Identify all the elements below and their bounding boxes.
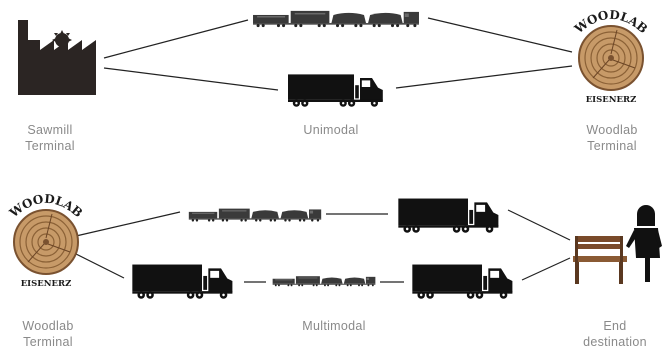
train-icon: [188, 208, 322, 222]
caption-line: Multimodal: [302, 319, 366, 333]
woodlab-logo: WOODLAB EISENERZ: [6, 192, 85, 289]
logo-base-text: EISENERZ: [21, 279, 72, 289]
caption-line: End: [603, 319, 627, 333]
caption-line: Woodlab: [22, 319, 74, 333]
caption-unimodal: Unimodal: [286, 122, 376, 138]
person-icon: [626, 205, 662, 282]
truck-icon: [398, 198, 499, 233]
caption-line: Woodlab: [586, 123, 638, 137]
saw-blade-icon: [52, 30, 72, 47]
caption-end-destination: End destination: [572, 318, 658, 350]
woodlab-logo: WOODLAB EISENERZ: [571, 8, 650, 105]
train-icon: [253, 10, 419, 28]
caption-woodlab-terminal-bottom: Woodlab Terminal: [8, 318, 88, 350]
truck-icon: [288, 74, 383, 107]
logo-base-text: EISENERZ: [586, 95, 637, 105]
caption-sawmill-terminal: Sawmill Terminal: [10, 122, 90, 154]
caption-line: Sawmill: [27, 123, 73, 137]
truck-icon: [412, 264, 513, 299]
caption-woodlab-terminal-top: Woodlab Terminal: [572, 122, 652, 154]
connector-lines-multimodal: [75, 209, 571, 283]
caption-line: Terminal: [23, 335, 73, 349]
truck-icon: [132, 264, 233, 299]
connector-lines-unimodal: [103, 17, 573, 91]
bench-icon: [573, 236, 627, 284]
caption-line: destination: [583, 335, 647, 349]
caption-multimodal: Multimodal: [286, 318, 382, 334]
sawmill-factory-icon: [18, 20, 96, 95]
caption-line: Unimodal: [303, 123, 359, 137]
caption-line: Terminal: [25, 139, 75, 153]
train-icon: [272, 276, 376, 287]
caption-line: Terminal: [587, 139, 637, 153]
